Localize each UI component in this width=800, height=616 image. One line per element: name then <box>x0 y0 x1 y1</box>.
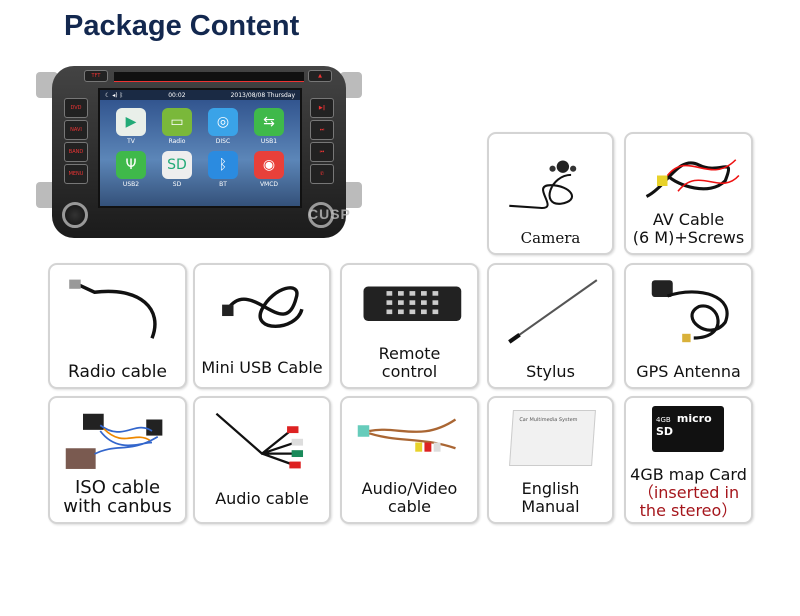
app-label: SD <box>172 181 182 188</box>
item-stylus: Stylus <box>487 263 614 389</box>
phone-button: ✆ <box>310 164 334 184</box>
label-line: cable <box>387 497 432 516</box>
item-av-cable: AV Cable(6 M)+Screws <box>624 132 753 255</box>
iso-cable-image <box>65 413 163 469</box>
band-button: BAND <box>64 142 88 162</box>
app-label: DISC <box>215 138 231 145</box>
app-radio: ▭ Radio <box>158 108 196 145</box>
navi-button: NAVI <box>64 120 88 140</box>
usb1-icon: ⇆ <box>254 108 284 136</box>
item-label: AV Cable(6 M)+Screws <box>626 211 751 247</box>
dvd-button: DVD <box>64 98 88 118</box>
moon-icon: ☾ ◂) ᛒ <box>105 91 124 99</box>
card-brand: micro SD <box>656 412 712 438</box>
tft-button: TFT <box>84 70 108 82</box>
app-tv: ▶ TV <box>112 108 150 145</box>
label-line: with canbus <box>63 496 172 517</box>
manual-cover-text: Car Multimedia System <box>519 417 578 423</box>
label-line: (6 M)+Screws <box>632 228 745 247</box>
disc-slot <box>114 72 304 82</box>
clock: 00:02 <box>168 91 186 99</box>
item-label: Radio cable <box>68 362 167 382</box>
radio-cable-image <box>69 279 157 339</box>
item-radio-cable: Radio cable <box>48 263 187 389</box>
play-pause-button: ▶‖ <box>310 98 334 118</box>
label-line: Manual <box>521 497 580 516</box>
gps-antenna-image <box>651 280 729 343</box>
item-camera: Camera <box>487 132 614 255</box>
manual-image: Car Multimedia System <box>509 410 596 466</box>
app-vmcd: ◉ VMCD <box>250 151 288 188</box>
app-label: VMCD <box>259 181 279 188</box>
card-size: 4GB <box>656 416 671 424</box>
head-unit-screen: ☾ ◂) ᛒ 00:02 2013/08/08 Thursday ▶ TV ▭ Rad… <box>98 88 302 208</box>
vmcd-icon: ◉ <box>254 151 284 179</box>
av-cable-image <box>645 159 740 198</box>
page-title: Package Content <box>64 10 300 42</box>
label-line: Remote <box>378 344 441 363</box>
camera-image <box>509 160 577 209</box>
label-line: AV Cable <box>652 210 725 229</box>
date: 2013/08/08 Thursday <box>230 91 295 99</box>
stylus-image <box>508 279 598 344</box>
menu-button: MENU <box>64 164 88 184</box>
app-label: Radio <box>168 138 186 145</box>
av-harness-image <box>357 418 457 452</box>
item-mini-usb-cable: Mini USB Cable <box>193 263 331 389</box>
item-label: Audio cable <box>215 489 309 508</box>
tv-icon: ▶ <box>116 108 146 136</box>
tune-knob <box>308 202 334 228</box>
item-audio-cable: Audio cable <box>193 396 331 524</box>
radio-icon: ▭ <box>162 108 192 136</box>
label-line: Audio/Video <box>361 479 458 498</box>
bt-icon: ᛒ <box>208 151 238 179</box>
app-bt: ᛒ BT <box>204 151 242 188</box>
item-label: Stylus <box>526 362 575 381</box>
prev-button: ⏮ <box>310 142 334 162</box>
label-line: control <box>381 362 438 381</box>
app-sd: SD SD <box>158 151 196 188</box>
eject-button: ▲ <box>308 70 332 82</box>
item-label: GPS Antenna <box>636 362 741 381</box>
disc-icon: ◎ <box>208 108 238 136</box>
app-label: USB2 <box>122 181 140 188</box>
sd-icon: SD <box>162 151 192 179</box>
remote-image <box>363 286 462 321</box>
item-gps-antenna: GPS Antenna <box>624 263 753 389</box>
head-unit-body: TFT ▲ DVD NAVI BAND MENU ▶‖ ⏭ ⏮ ✆ ☾ ◂) ᛒ… <box>52 66 350 238</box>
status-bar: ☾ ◂) ᛒ 00:02 2013/08/08 Thursday <box>100 90 300 100</box>
label-line: （inserted in <box>637 483 740 502</box>
next-button: ⏭ <box>310 120 334 140</box>
item-label: Camera <box>520 229 581 247</box>
label-line: 4GB map Card <box>630 465 747 484</box>
head-unit-image: TFT ▲ DVD NAVI BAND MENU ▶‖ ⏭ ⏮ ✆ ☾ ◂) ᛒ… <box>36 64 362 240</box>
usb-cable-image <box>222 286 304 328</box>
volume-knob <box>62 202 88 228</box>
app-label: USB1 <box>260 138 278 145</box>
label-line: ISO cable <box>74 477 161 498</box>
app-label: BT <box>219 181 227 188</box>
audio-cable-image <box>215 412 304 469</box>
item-label: Mini USB Cable <box>201 358 323 377</box>
app-disc: ◎ DISC <box>204 108 242 145</box>
usb2-icon: Ψ <box>116 151 146 179</box>
microsd-card-image: 4GB micro SD <box>652 406 724 452</box>
brand-watermark: CUSP <box>308 206 351 222</box>
app-label: TV <box>127 138 135 145</box>
app-usb1: ⇆ USB1 <box>250 108 288 145</box>
app-usb2: Ψ USB2 <box>112 151 150 188</box>
label-line: English <box>521 479 580 498</box>
label-line: the stereo） <box>639 501 738 520</box>
